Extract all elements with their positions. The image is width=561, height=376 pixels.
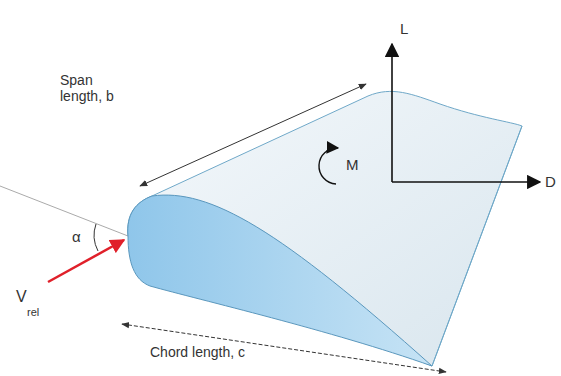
velocity-label: V	[16, 288, 27, 306]
lift-label: L	[400, 20, 408, 37]
velocity-subscript: rel	[27, 306, 39, 319]
moment-label: M	[346, 156, 359, 173]
angle-arc	[94, 224, 98, 251]
angle-label: α	[72, 228, 81, 245]
drag-arrow	[392, 181, 540, 183]
chord-label: Chord length, c	[150, 344, 245, 360]
span-label: Span length, b	[60, 72, 130, 104]
lift-arrow	[391, 44, 393, 182]
trailing-edge	[432, 126, 522, 366]
velocity-arrow	[48, 240, 124, 282]
airfoil-section	[128, 195, 432, 366]
chord-arrow	[122, 324, 446, 372]
moment-arrow	[319, 148, 338, 184]
span-arrow	[140, 84, 366, 186]
reference-line	[0, 186, 128, 236]
drag-label: D	[545, 173, 556, 190]
wing-surface	[128, 91, 522, 366]
